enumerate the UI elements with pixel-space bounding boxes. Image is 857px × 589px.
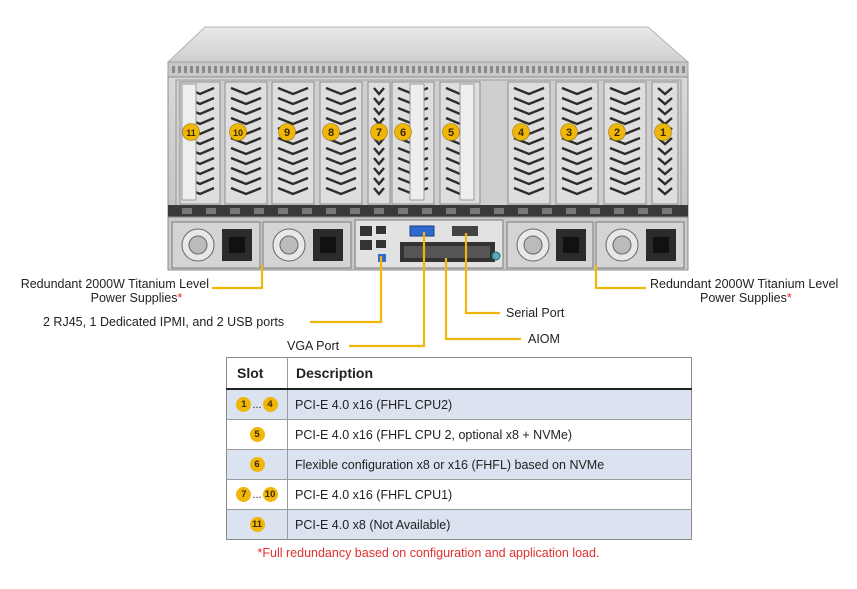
slot-number-badge: 2 xyxy=(608,123,626,141)
slot-badge: 10 xyxy=(262,487,278,503)
slot-description: Flexible configuration x8 or x16 (FHFL) … xyxy=(287,449,692,480)
slot-number-text: 9 xyxy=(284,127,290,139)
range-ellipsis: ... xyxy=(252,398,262,411)
table-row: 5 PCI-E 4.0 x16 (FHFL CPU 2, optional x8 … xyxy=(226,419,692,450)
slot-cell: 7...10 xyxy=(226,479,288,510)
slot-description: PCI-E 4.0 x16 (FHFL CPU 2, optional x8 +… xyxy=(287,419,692,450)
psu-left-1 xyxy=(171,221,261,269)
psu-left-2 xyxy=(262,221,352,269)
slot-badge: 6 xyxy=(249,457,265,473)
pcie-slot-bracket xyxy=(224,81,268,205)
slot-number-badge: 5 xyxy=(442,123,460,141)
slot-description: PCI-E 4.0 x16 (FHFL CPU1) xyxy=(287,479,692,510)
aiom-label: AIOM xyxy=(528,332,560,346)
psu-left-line1: Redundant 2000W Titanium Level xyxy=(20,277,209,291)
psu-right-2 xyxy=(595,221,685,269)
slot-number-text: 5 xyxy=(448,127,454,139)
slot-number-text: 10 xyxy=(233,128,243,138)
io-panel xyxy=(354,219,504,269)
slot-number-badge: 1 xyxy=(654,123,672,141)
slot-number-text: 8 xyxy=(328,127,334,139)
slot-badge: 5 xyxy=(249,427,265,443)
psu-right-asterisk: * xyxy=(786,291,792,305)
slot-number-badge: 6 xyxy=(394,123,412,141)
pcie-slot-bracket xyxy=(555,81,599,205)
server-rear-view: 11 10 9 8 7 6 5 4 3 2 1 xyxy=(166,26,690,348)
vga-port xyxy=(409,225,435,237)
pcie-slot-bracket xyxy=(271,81,315,205)
slot-number-text: 4 xyxy=(518,127,525,139)
slot-number-badge: 11 xyxy=(182,123,200,141)
serial-port-label: Serial Port xyxy=(506,306,565,320)
leader-lines xyxy=(212,232,646,348)
slot-badge: 7 xyxy=(236,487,252,503)
rj45-port xyxy=(360,240,372,250)
usb-port xyxy=(376,226,386,234)
psu-left-line2: Power Supplies xyxy=(90,291,178,305)
table-header-row: Slot Description xyxy=(226,357,692,390)
slot-number-text: 3 xyxy=(566,127,572,139)
slot-cell: 11 xyxy=(226,509,288,540)
slot-column-header: Slot xyxy=(226,357,288,390)
network-ports-label: 2 RJ45, 1 Dedicated IPMI, and 2 USB port… xyxy=(43,315,285,329)
psu-left-asterisk: * xyxy=(177,291,183,305)
slot-cell: 6 xyxy=(226,449,288,480)
slot-description: PCI-E 4.0 x16 (FHFL CPU2) xyxy=(287,388,692,420)
slot-cell: 1...4 xyxy=(226,388,288,420)
slot-number-text: 11 xyxy=(186,128,196,138)
description-column-header: Description xyxy=(287,357,692,390)
slot-number-badge: 9 xyxy=(278,123,296,141)
serial-port xyxy=(452,226,478,236)
pcie-slot-bracket xyxy=(319,81,363,205)
slot-description: PCI-E 4.0 x8 (Not Available) xyxy=(287,509,692,540)
range-ellipsis: ... xyxy=(252,488,262,501)
slot-number-badge: 7 xyxy=(370,123,388,141)
slot-number-badge: 10 xyxy=(229,123,247,141)
slot-number-badge: 8 xyxy=(322,123,340,141)
chassis-lid xyxy=(166,26,690,63)
slot-badge: 1 xyxy=(236,397,252,413)
slot-cell: 5 xyxy=(226,419,288,450)
footnote: *Full redundancy based on configuration … xyxy=(257,546,600,560)
psu-right-callout: Redundant 2000W Titanium Level Power Sup… xyxy=(650,277,855,305)
rj45-port xyxy=(360,226,372,236)
slot-number-text: 7 xyxy=(376,127,382,139)
slot-badge: 11 xyxy=(249,517,265,533)
table-row: 6 Flexible configuration x8 or x16 (FHFL)… xyxy=(226,449,692,480)
pcie-slot-bracket xyxy=(651,81,679,205)
table-row: 11 PCI-E 4.0 x8 (Not Available) xyxy=(226,509,692,540)
psu-left-callout: Redundant 2000W Titanium Level Power Sup… xyxy=(4,277,209,305)
vga-port-label: VGA Port xyxy=(287,339,340,353)
psu-right-1 xyxy=(506,221,594,269)
psu-right-line1: Redundant 2000W Titanium Level xyxy=(650,277,839,291)
slot-number-text: 6 xyxy=(400,127,406,139)
slot-number-text: 2 xyxy=(614,127,620,139)
slot-number-text: 1 xyxy=(660,127,666,139)
usb-port xyxy=(376,240,386,248)
pcie-slot-bracket xyxy=(367,81,391,205)
slot-badge: 4 xyxy=(262,397,278,413)
slot-number-badge: 4 xyxy=(512,123,530,141)
pcie-slot-bracket xyxy=(603,81,647,205)
psu-right-line2: Power Supplies xyxy=(700,291,787,305)
pcie-slot-bracket xyxy=(507,81,551,205)
slot-number-badge: 3 xyxy=(560,123,578,141)
